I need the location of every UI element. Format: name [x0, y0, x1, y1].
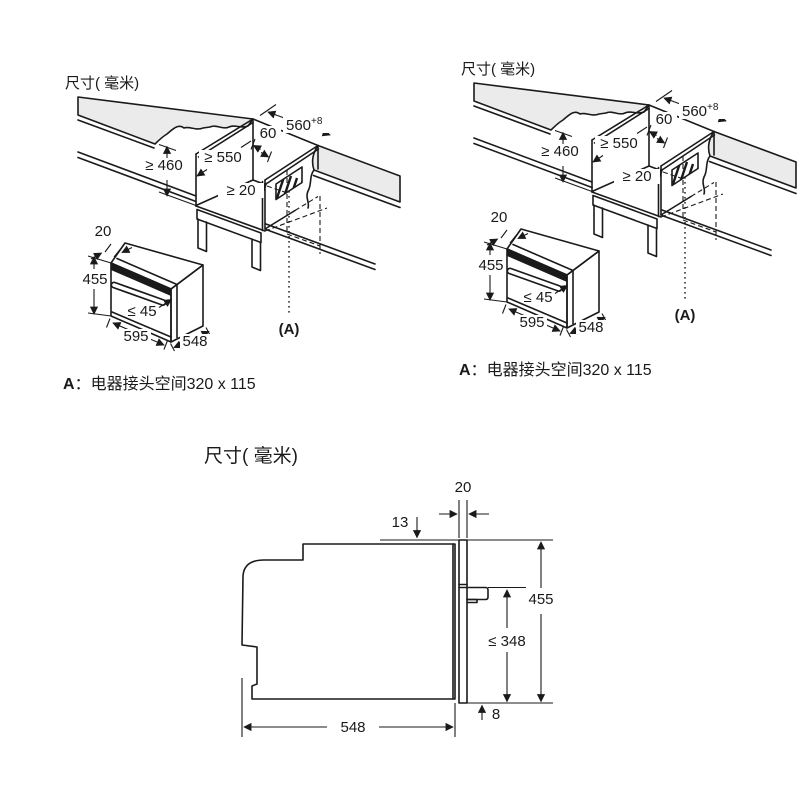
appliance-front-face — [110, 262, 172, 343]
dim-vent-gap: 60 — [656, 111, 673, 128]
cabinet — [473, 104, 772, 258]
dim-body-depth: 548 — [340, 719, 365, 736]
dim-rear-gap: ≥ 20 — [226, 182, 255, 199]
appliance — [506, 228, 600, 329]
hidden-edges — [264, 170, 328, 254]
connection-note-key: A — [63, 376, 75, 393]
connection-note-separator: ： — [470, 362, 487, 379]
control-panel — [507, 249, 567, 282]
side-view-diagram: 尺寸( 毫米) 20 13 — [180, 438, 620, 768]
dim-niche-width: 560+8 — [286, 116, 323, 134]
dim-appliance-height: 455 — [82, 271, 107, 288]
body-outline — [241, 543, 456, 700]
dim-niche-depth: ≥ 550 — [600, 135, 637, 152]
diagram-title: 尺寸( 毫米) — [461, 60, 535, 78]
dim-niche-width: 560+8 — [682, 102, 719, 120]
dim-niche-depth: ≥ 550 — [204, 149, 241, 166]
dim-handle-clearance: ≤ 45 — [523, 289, 552, 306]
control-panel — [111, 263, 171, 296]
diagram-title: 尺寸( 毫米) — [204, 445, 298, 467]
dim-appliance-width: 595 — [123, 328, 148, 345]
niche-drawing: 尺寸( 毫米) — [65, 74, 401, 352]
dim-appliance-height: 455 — [528, 591, 553, 608]
dim-appliance-depth: 548 — [182, 333, 207, 350]
dimension-lines — [483, 90, 727, 338]
dim-door-thickness: 20 — [455, 479, 472, 496]
connection-note-text: 电器接头空间320 x 115 — [90, 376, 256, 393]
dim-appliance-depth: 548 — [578, 319, 603, 336]
dim-door-overhang: 8 — [492, 706, 500, 723]
dim-max-handle-height: ≤ 348 — [488, 633, 525, 650]
dimension-labels: 560+8 60 ≥ 550 ≥ 460 ≥ 20 20 455 ≤ 45 59… — [475, 102, 727, 336]
installation-diagram: 尺寸( 毫米) — [451, 44, 800, 389]
installation-diagram: 尺寸( 毫米) — [55, 58, 405, 403]
appliance-profile — [241, 539, 489, 704]
diagram-title: 尺寸( 毫米) — [65, 74, 139, 92]
dimension-lines — [87, 104, 331, 352]
dim-appliance-width: 595 — [519, 314, 544, 331]
hidden-edges — [660, 156, 724, 240]
handle-profile — [466, 586, 489, 601]
appliance-side-face — [170, 264, 204, 343]
connection-note-separator: ： — [74, 376, 91, 393]
connection-point-label: (A) — [279, 321, 300, 338]
connection-note: A：电器接头空间320 x 115 — [63, 370, 256, 394]
side-view-drawing: 尺寸( 毫米) 20 13 — [204, 445, 560, 737]
dim-frame-depth: 20 — [95, 223, 112, 240]
appliance-front-face — [506, 248, 568, 329]
dim-niche-height: ≥ 460 — [145, 157, 182, 174]
worktop — [77, 96, 401, 209]
dimension-lines — [241, 500, 553, 737]
connection-point-label: (A) — [675, 307, 696, 324]
connection-note: A：电器接头空间320 x 115 — [459, 356, 652, 380]
dim-niche-height: ≥ 460 — [541, 143, 578, 160]
dim-rear-gap: ≥ 20 — [622, 168, 651, 185]
dim-frame-depth: 20 — [491, 209, 508, 226]
niche-drawing: 尺寸( 毫米) — [461, 60, 797, 338]
dimension-labels: 20 13 455 ≤ 348 548 8 — [330, 479, 560, 736]
dim-vent-gap: 60 — [260, 125, 277, 142]
dim-handle-clearance: ≤ 45 — [127, 303, 156, 320]
dim-top-offset: 13 — [392, 514, 409, 531]
door-panel — [458, 539, 468, 704]
connection-note-key: A — [459, 362, 471, 379]
dimension-labels: 560+8 60 ≥ 550 ≥ 460 ≥ 20 20 455 ≤ 45 59… — [79, 116, 331, 350]
dim-appliance-height: 455 — [478, 257, 503, 274]
appliance-side-face — [566, 250, 600, 329]
connection-note-text: 电器接头空间320 x 115 — [486, 362, 652, 379]
